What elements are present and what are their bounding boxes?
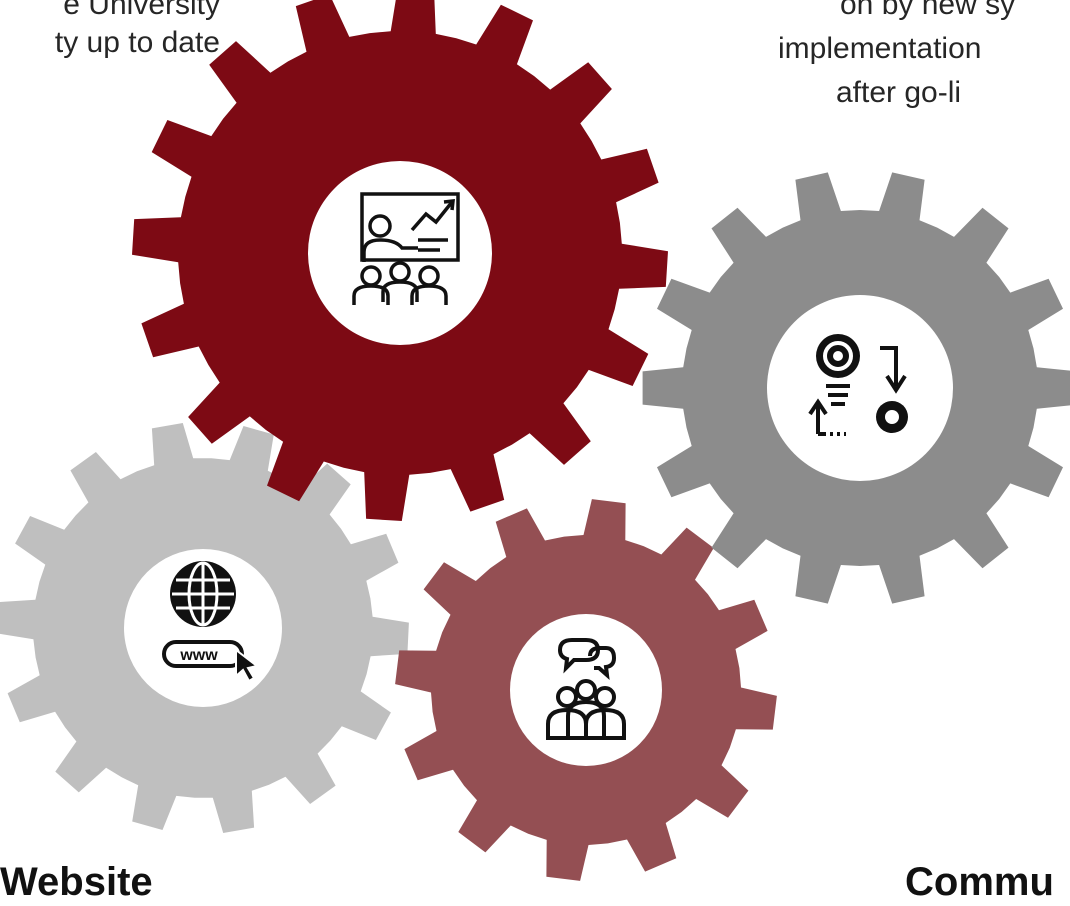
presentation-audience-icon <box>352 192 460 305</box>
globe-www-cursor-icon <box>162 561 260 683</box>
www-label: www <box>179 647 218 664</box>
top-right-text-line-2: implementation <box>778 32 982 65</box>
chat-group-icon <box>546 638 626 740</box>
gears-diagram: www <box>0 0 1070 881</box>
website-label: Website <box>0 860 153 904</box>
lightbulb-gear-process-icon <box>808 334 908 436</box>
training-hub <box>308 161 492 345</box>
top-left-text-line-1: e University <box>63 0 220 21</box>
communication-label: Commu <box>905 860 1054 904</box>
website-gear: www <box>0 423 409 833</box>
top-left-text-line-2: ty up to date <box>54 26 220 59</box>
communication-hub <box>510 614 662 766</box>
process-gear <box>642 172 1070 604</box>
process-hub <box>767 295 953 481</box>
top-right-text-line-1: on by new sy <box>840 0 1016 21</box>
top-right-text-line-3: after go-li <box>836 76 962 109</box>
communication-gear <box>395 499 777 881</box>
training-gear <box>132 0 668 521</box>
